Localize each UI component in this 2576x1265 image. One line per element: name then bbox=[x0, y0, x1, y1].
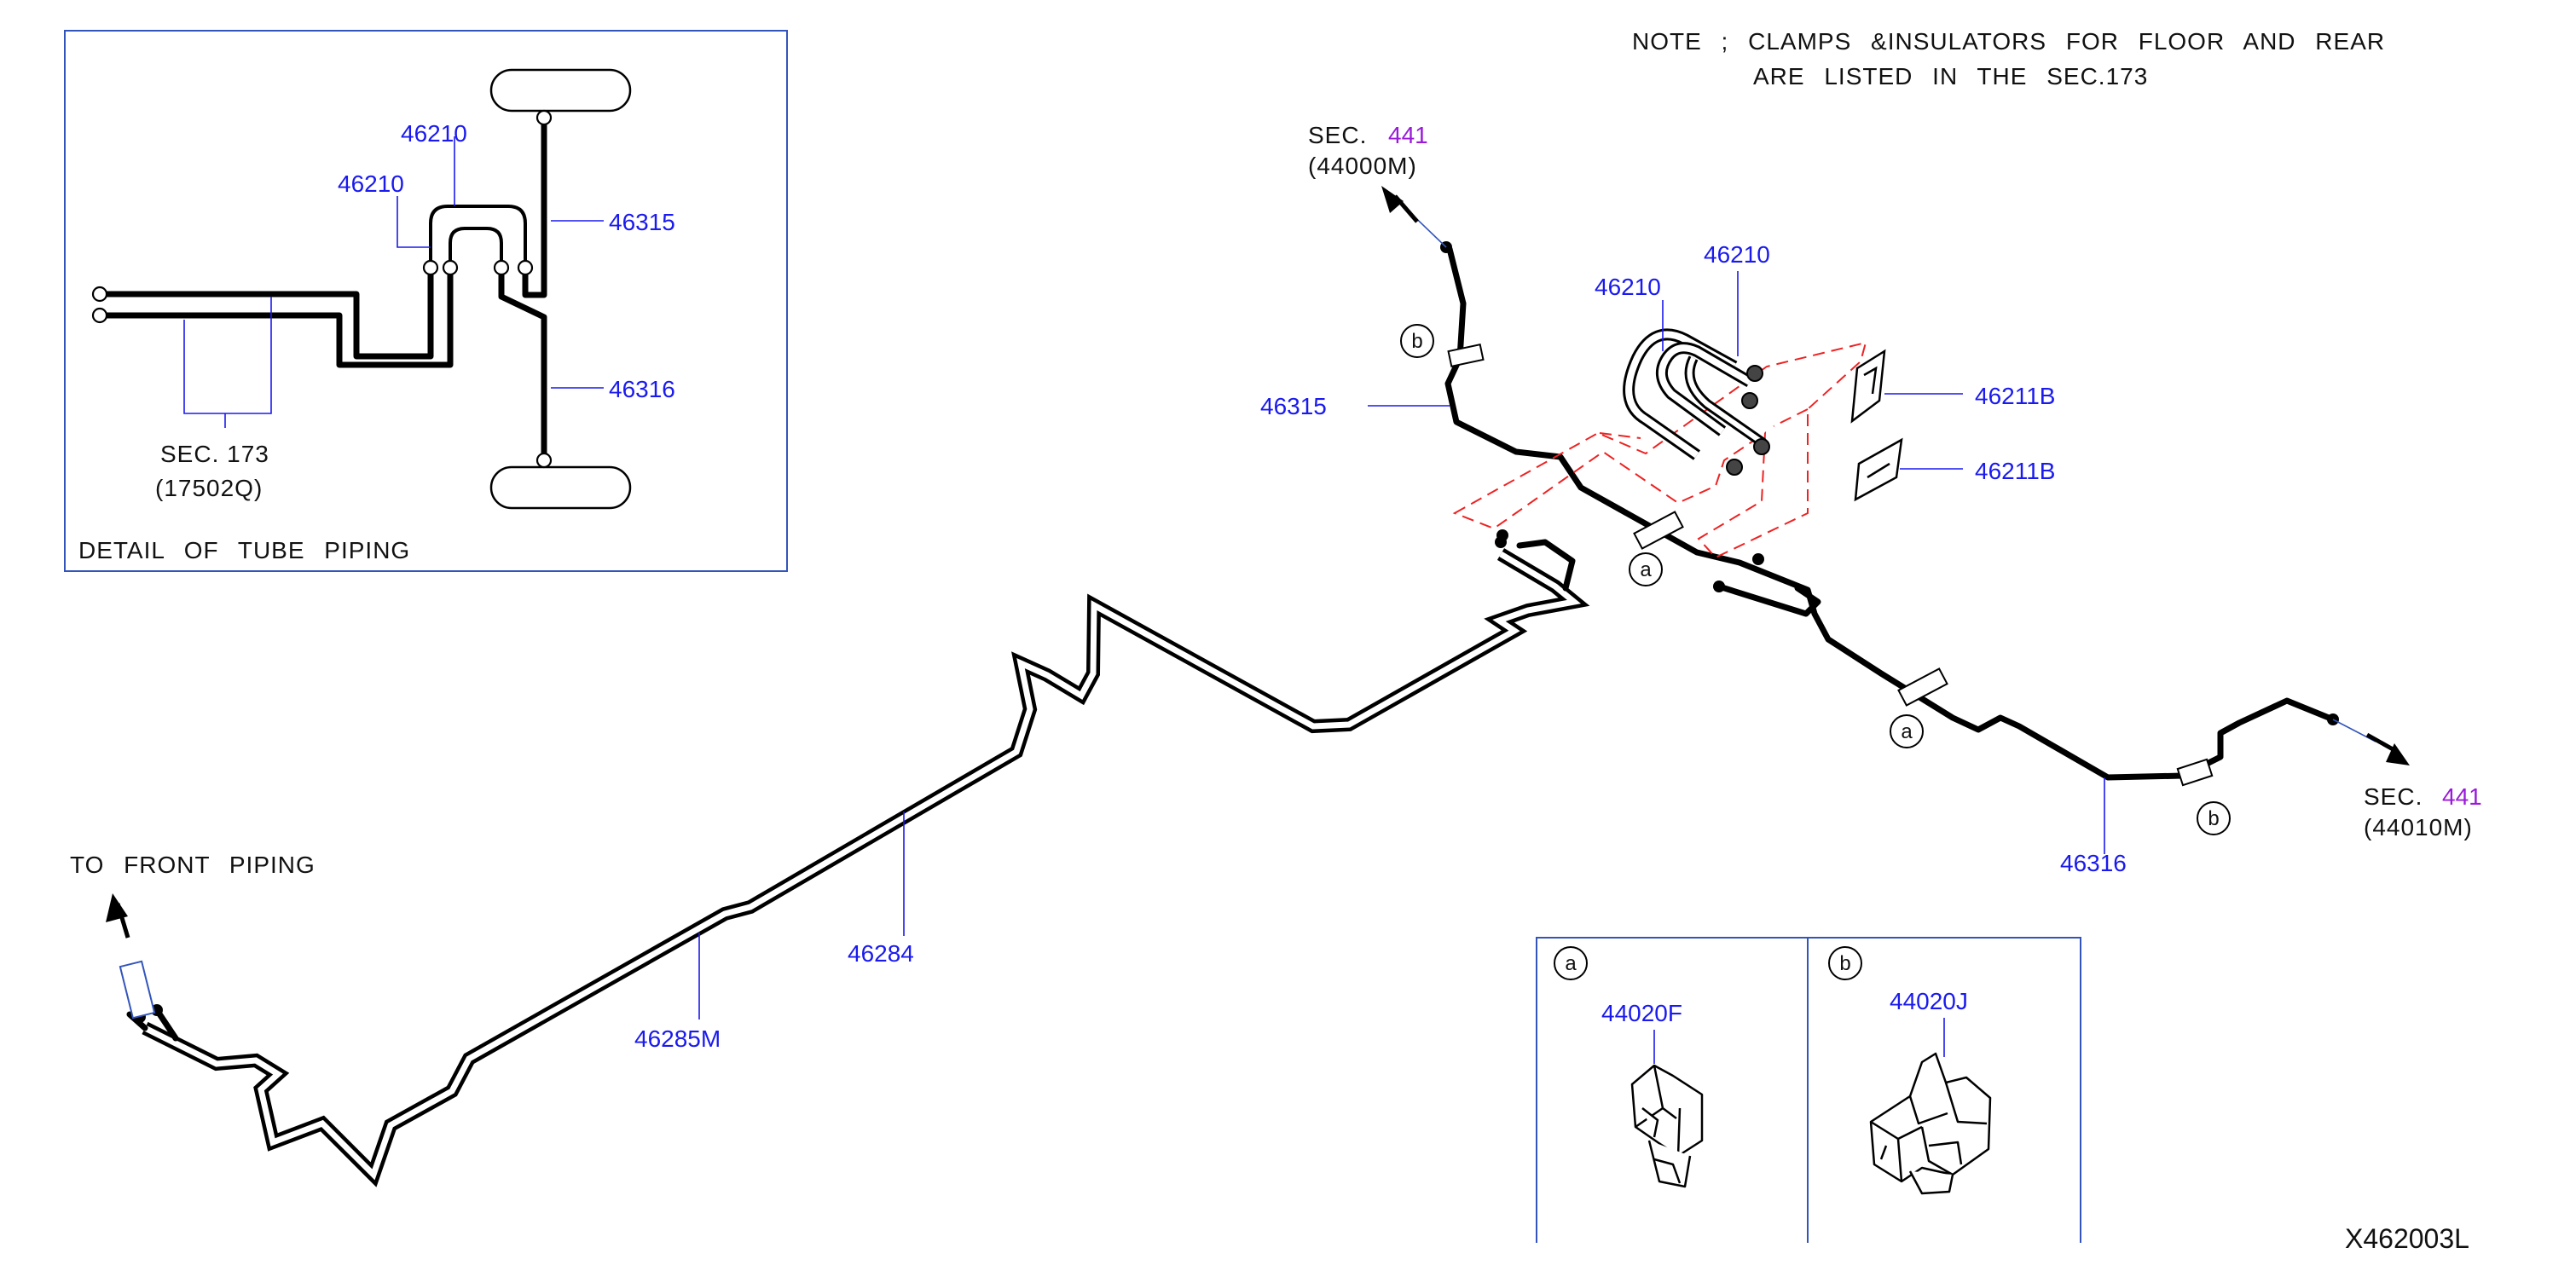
sec-top-label: SEC. bbox=[1308, 122, 1367, 148]
detail-sec-code: (17502Q) bbox=[155, 475, 263, 501]
detail-u-tube-outer bbox=[429, 205, 527, 266]
callout-a-2: a bbox=[1901, 720, 1913, 743]
clip-b-part: 44020J bbox=[1890, 988, 1968, 1014]
sec-right-label: SEC. bbox=[2364, 783, 2423, 810]
to-front-piping-label: TO FRONT PIPING bbox=[70, 852, 315, 878]
clip-a-letter: a bbox=[1565, 952, 1577, 975]
front-coupler bbox=[119, 960, 156, 1020]
label-46210-left: 46210 bbox=[1595, 274, 1661, 300]
detail-tube-upper bbox=[96, 263, 434, 360]
detail-frame bbox=[64, 30, 788, 572]
clip-44020F-icon bbox=[1630, 1064, 1704, 1188]
callouts: b a a b bbox=[1400, 324, 2231, 835]
rear-tire-bottom bbox=[489, 465, 632, 510]
diagram-code: X462003L bbox=[2345, 1223, 2469, 1254]
detail-of-tube-piping: 46210 46210 46315 46316 SEC. 173 (17502Q… bbox=[64, 30, 788, 572]
detail-sec-label: SEC. 173 bbox=[160, 441, 269, 467]
clip-a-part: 44020F bbox=[1601, 1000, 1682, 1026]
note-line-2: ARE LISTED IN THE SEC.173 bbox=[1753, 63, 2148, 90]
detail-title: DETAIL OF TUBE PIPING bbox=[78, 537, 410, 563]
detail-tube-46315 bbox=[522, 114, 547, 298]
detail-label-46315: 46315 bbox=[609, 209, 675, 235]
detail-tube-lower bbox=[96, 263, 454, 368]
callout-b-1: b bbox=[1411, 330, 1422, 353]
u-tubes-46210 bbox=[1623, 328, 1770, 476]
main-brake-tubes bbox=[106, 536, 1590, 1187]
sec-right-num: 441 bbox=[2442, 783, 2482, 810]
callout-b-2: b bbox=[2208, 807, 2219, 830]
clip-44020J-icon bbox=[1869, 1052, 1992, 1195]
sec-top-code: (44000M) bbox=[1308, 153, 1417, 179]
label-46284: 46284 bbox=[848, 940, 914, 967]
detail-label-46210-left: 46210 bbox=[338, 170, 404, 197]
label-46315: 46315 bbox=[1260, 393, 1327, 419]
note-line-1: NOTE ; CLAMPS &INSULATORS FOR FLOOR AND … bbox=[1632, 28, 2385, 55]
detail-label-46210-top: 46210 bbox=[401, 120, 467, 147]
brackets-46211B bbox=[1850, 349, 1903, 502]
clip-panels: a 44020F b 44020J bbox=[1536, 937, 2081, 1243]
rear-tire-top bbox=[489, 68, 632, 113]
label-46316: 46316 bbox=[2060, 850, 2127, 876]
arrow-up-icon bbox=[106, 893, 128, 922]
detail-tube-46316 bbox=[498, 263, 547, 464]
callout-a-1: a bbox=[1640, 558, 1652, 581]
sec-right-code: (44010M) bbox=[2364, 814, 2473, 840]
label-46211B-top: 46211B bbox=[1975, 383, 2055, 409]
detail-label-46316: 46316 bbox=[609, 376, 675, 402]
rear-tubes bbox=[1381, 186, 2410, 787]
arrow-down-right-icon bbox=[2386, 743, 2410, 765]
detail-u-tube-inner bbox=[449, 227, 503, 266]
clip-b-letter: b bbox=[1839, 952, 1850, 975]
label-46211B-bottom: 46211B bbox=[1975, 458, 2055, 484]
main-leaders bbox=[698, 271, 2105, 1020]
arrow-up-left-icon bbox=[1381, 186, 1404, 213]
label-46285M: 46285M bbox=[634, 1025, 721, 1052]
label-46210-right: 46210 bbox=[1704, 241, 1770, 268]
sec-top-num: 441 bbox=[1388, 122, 1428, 148]
